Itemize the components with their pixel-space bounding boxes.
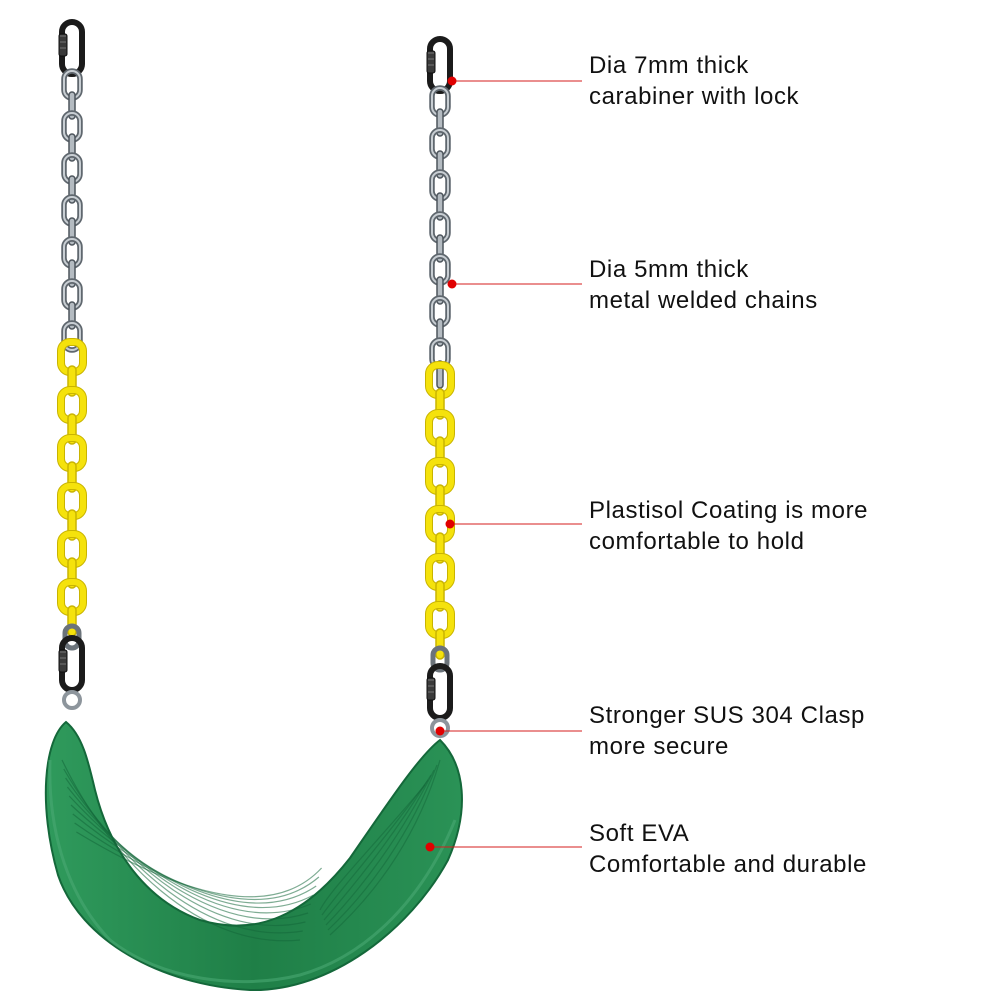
left-coated-chain [57, 338, 87, 637]
coated-link [435, 628, 445, 660]
callout-seat-line2: Comfortable and durable [589, 851, 867, 878]
seat-texture-line [319, 784, 426, 911]
coated-link [67, 605, 77, 637]
right-bottom-carabiner [426, 663, 453, 721]
right-chain-assembly [425, 36, 455, 738]
right-coated-chain [425, 361, 455, 660]
carabiner-lock [426, 50, 436, 74]
callout-coating: Plastisol Coating is more comfortable to… [589, 495, 868, 557]
callout-chain: Dia 5mm thick metal welded chains [589, 254, 818, 316]
seat-leader-dot [425, 842, 435, 852]
seat-texture-line [74, 822, 320, 901]
seat-texture-line [327, 764, 438, 931]
callout-chain-line1: Dia 5mm thick [589, 256, 749, 283]
seat-body [44, 720, 463, 992]
left-clasp-ring [62, 690, 82, 710]
seat-texture-line [72, 813, 317, 904]
left-top-carabiner [58, 19, 85, 77]
seat-texture-line [325, 769, 435, 926]
swing-seat [44, 720, 463, 992]
carabiner-lock [58, 33, 68, 57]
callout-seat-line1: Soft EVA [589, 820, 690, 847]
right-connector-link [430, 645, 450, 673]
carabiner-lock [426, 677, 436, 701]
seat-texture-line [65, 777, 306, 927]
callout-chain-line2: metal welded chains [589, 287, 818, 314]
seat-texture-line [323, 774, 432, 921]
seat-highlight [48, 759, 457, 984]
coating-leader-dot [445, 519, 455, 529]
callout-clasp: Stronger SUS 304 Clasp more secure [589, 700, 865, 762]
chain-leader-dot [447, 279, 457, 289]
clasp-leader-dot [435, 726, 445, 736]
callout-coating-line1: Plastisol Coating is more [589, 497, 869, 524]
callout-seat: Soft EVA Comfortable and durable [589, 818, 867, 880]
carabiner-lock [58, 649, 68, 673]
callout-carabiner-line1: Dia 7mm thick [589, 52, 749, 79]
seat-texture-line [68, 795, 312, 914]
callout-carabiner: Dia 7mm thick carabiner with lock [589, 50, 799, 112]
callout-carabiner-line2: carabiner with lock [589, 83, 800, 110]
callout-coating-line2: comfortable to hold [589, 528, 805, 555]
left-connector-link [62, 623, 82, 651]
callout-clasp-line1: Stronger SUS 304 Clasp [589, 702, 866, 729]
right-clasp-ring [430, 718, 450, 738]
callout-leaders [425, 76, 582, 852]
left-chain-assembly [57, 19, 87, 710]
seat-texture-line [321, 779, 429, 916]
right-top-carabiner [426, 36, 453, 94]
left-steel-chain [61, 68, 83, 353]
right-steel-chain [429, 85, 451, 389]
seat-texture-line [66, 786, 309, 920]
seat-texture-line [329, 759, 441, 936]
carabiner-leader-dot [447, 76, 457, 86]
seat-texture-line [61, 759, 301, 942]
seat-texture-line [70, 804, 314, 909]
callout-clasp-line2: more secure [589, 733, 729, 760]
steel-link-shine [63, 322, 81, 351]
seat-texture-line [63, 768, 303, 934]
seat-texture-line [76, 831, 323, 898]
